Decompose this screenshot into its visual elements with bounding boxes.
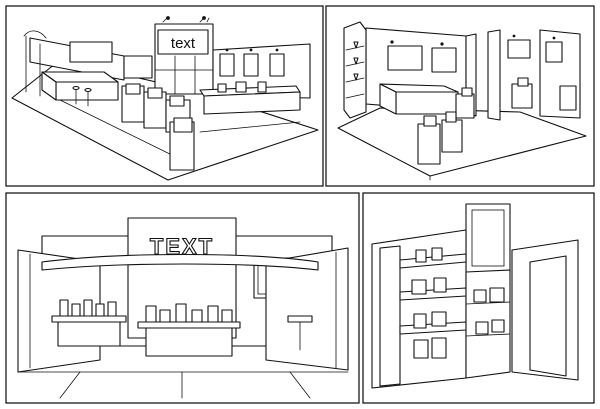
booth-panel-4 (362, 192, 595, 404)
booth-3-shelf-left (51, 315, 127, 323)
booth-1-cabinet (69, 41, 113, 63)
booth-3-right-panel (265, 247, 349, 371)
booth-2-screen (387, 45, 423, 71)
panel-frame-4 (362, 192, 595, 404)
booth-4-shelf-1 (399, 253, 467, 269)
booth-2-display-1 (455, 93, 475, 119)
panel-frame-3 (5, 192, 360, 404)
booth-2-display-2 (511, 83, 533, 109)
booth-2-left-tower (343, 21, 367, 119)
booth-2-front-pedestal-1 (417, 123, 441, 165)
booth-2-front-pedestal-2 (441, 119, 463, 153)
booth-1-sign-box (157, 29, 209, 55)
booth-1-monitor (123, 55, 153, 79)
booth-3-arch (41, 253, 319, 271)
booth-panel-2 (325, 5, 595, 187)
booth-3-side-table (287, 315, 313, 323)
booth-1-sign-text: text (171, 35, 196, 52)
booth-2-column-2 (487, 29, 501, 121)
booth-panel-3: TEXT (5, 192, 360, 404)
panel-frame-1 (5, 5, 324, 187)
booth-3-center-table (137, 321, 241, 329)
booth-4-doorway (529, 255, 567, 377)
panel-frame-2 (325, 5, 595, 187)
booth-panel-1: text (5, 5, 324, 187)
booth-4-screen-frame (465, 203, 511, 273)
